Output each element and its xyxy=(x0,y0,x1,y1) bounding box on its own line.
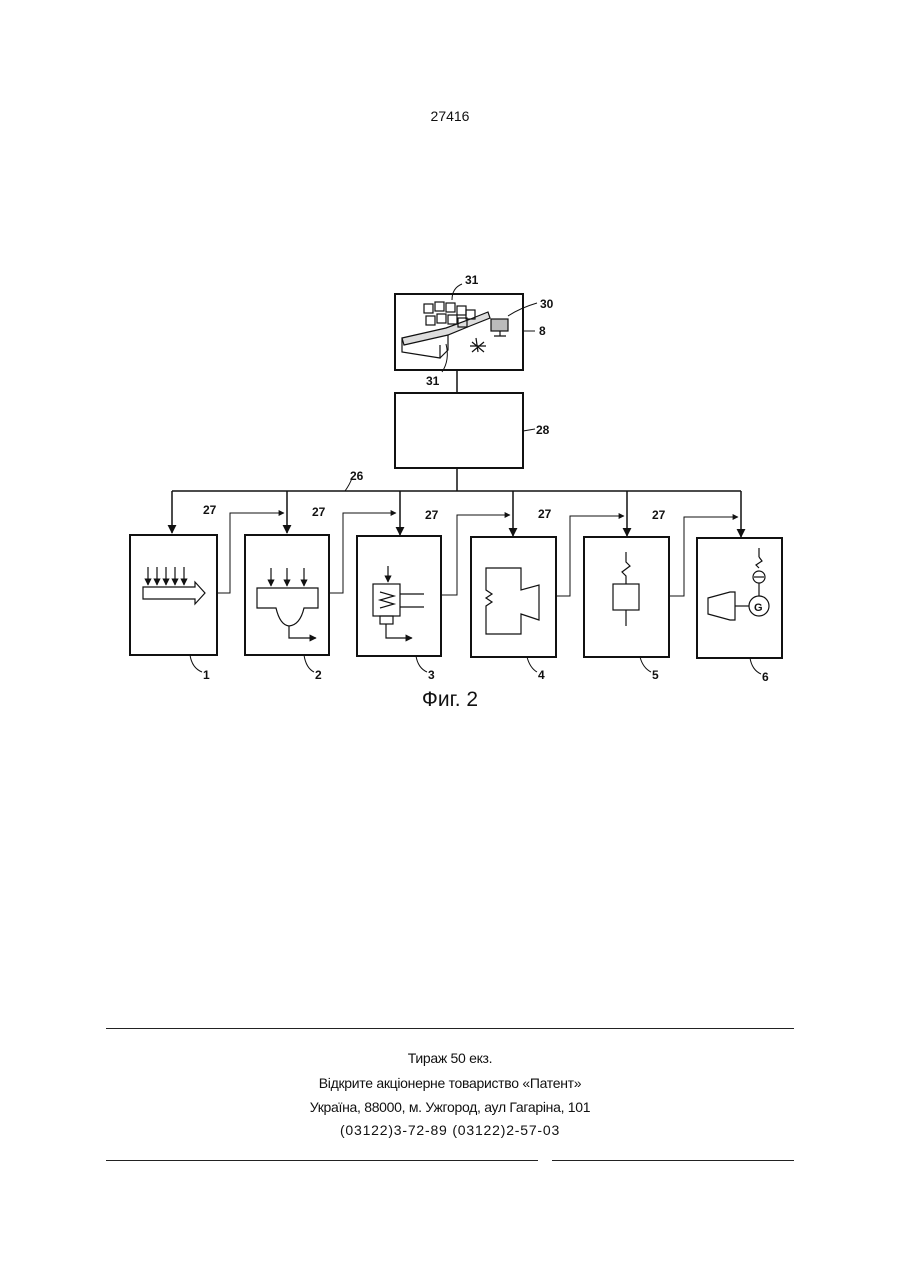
label-control-room: 8 xyxy=(539,324,546,338)
label-link-2: 27 xyxy=(312,505,326,519)
footer-top-rule xyxy=(106,1028,794,1029)
unit-label-4: 4 xyxy=(538,668,545,682)
label-monitors-lower: 31 xyxy=(426,374,440,388)
control-room-box xyxy=(395,294,523,370)
footer-phones: (03122)3-72-89 (03122)2-57-03 xyxy=(0,1122,900,1138)
unit-box-2 xyxy=(245,535,329,655)
label-link-4: 27 xyxy=(538,507,552,521)
unit-box-6: G xyxy=(697,538,782,658)
unit-label-2: 2 xyxy=(315,668,322,682)
label-controller: 28 xyxy=(536,423,550,437)
controller-box xyxy=(395,393,523,468)
figure-2-diagram: 31 30 8 31 28 26 27 27 27 27 27 xyxy=(0,0,900,720)
unit-label-6: 6 xyxy=(762,670,769,684)
label-operator-seat: 30 xyxy=(540,297,554,311)
footer-publisher: Відкрите акціонерне товариство «Патент» xyxy=(0,1075,900,1091)
footer-address: Україна, 88000, м. Ужгород, аул Гагаріна… xyxy=(0,1099,900,1115)
unit-box-4 xyxy=(471,537,556,657)
unit-box-1 xyxy=(130,535,217,655)
footer-bottom-rule-right xyxy=(552,1160,794,1161)
label-bus: 26 xyxy=(350,469,364,483)
unit-box-5 xyxy=(584,537,669,657)
footer-circulation: Тираж 50 екз. xyxy=(0,1050,900,1066)
unit-label-5: 5 xyxy=(652,668,659,682)
label-link-3: 27 xyxy=(425,508,439,522)
label-link-1: 27 xyxy=(203,503,217,517)
unit-label-1: 1 xyxy=(203,668,210,682)
label-monitors: 31 xyxy=(465,273,479,287)
footer-bottom-rule-left xyxy=(106,1160,538,1161)
label-link-5: 27 xyxy=(652,508,666,522)
svg-text:G: G xyxy=(754,602,763,614)
operator-console-icon xyxy=(402,302,508,358)
figure-caption: Фиг. 2 xyxy=(0,688,900,712)
unit-box-3 xyxy=(357,536,441,656)
unit-label-3: 3 xyxy=(428,668,435,682)
